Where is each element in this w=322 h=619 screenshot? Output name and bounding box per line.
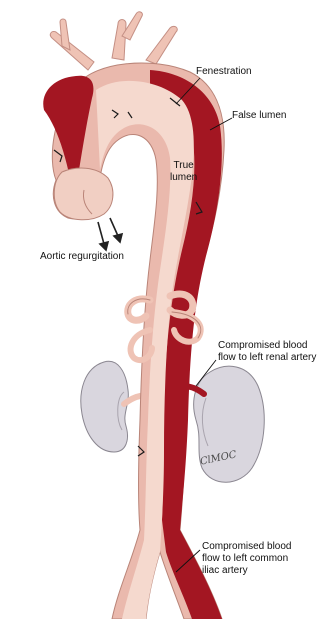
label-fenestration: Fenestration <box>196 66 252 78</box>
label-renal-artery-flow: Compromised blood flow to left renal art… <box>218 340 316 364</box>
right-kidney <box>81 361 128 452</box>
label-false-lumen: False lumen <box>232 110 286 122</box>
label-aortic-regurgitation: Aortic regurgitation <box>40 251 124 263</box>
label-true-lumen: True lumen <box>170 160 197 184</box>
regurgitation-arrows <box>98 218 122 250</box>
label-iliac-artery-flow: Compromised blood flow to left common il… <box>202 541 292 577</box>
arch-branches <box>50 12 177 70</box>
